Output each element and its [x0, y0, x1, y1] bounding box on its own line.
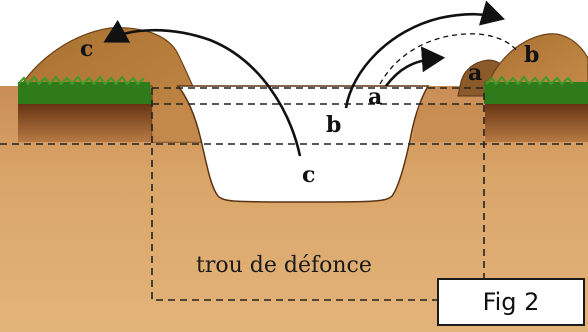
- topsoil-left: [18, 100, 153, 142]
- grass-right-tips: [485, 75, 574, 86]
- figure-label-box: Fig 2: [437, 278, 585, 326]
- pit-caption: trou de défonce: [196, 253, 372, 278]
- defonce-outline: [151, 88, 485, 301]
- label-c-hole: c: [302, 162, 315, 188]
- arrow-c: [103, 19, 302, 157]
- label-b-middle: b: [326, 112, 341, 138]
- arrow-b: [344, 0, 506, 109]
- arrow-a: [384, 46, 446, 87]
- label-c-left: c: [80, 36, 93, 62]
- topsoil-right: [485, 100, 588, 142]
- grass-left-tips: [17, 75, 145, 86]
- label-a-right: a: [468, 60, 482, 86]
- label-b-right: b: [524, 42, 539, 68]
- arrow-b-dashed: [379, 33, 519, 85]
- grass-left: [18, 82, 152, 104]
- label-a-middle: a: [368, 84, 382, 110]
- hole-wall-right: [412, 104, 484, 142]
- hole-wall-left: [152, 104, 200, 142]
- figure-label: Fig 2: [482, 288, 540, 316]
- grass-right: [484, 82, 588, 104]
- mound-right-b: [487, 33, 588, 87]
